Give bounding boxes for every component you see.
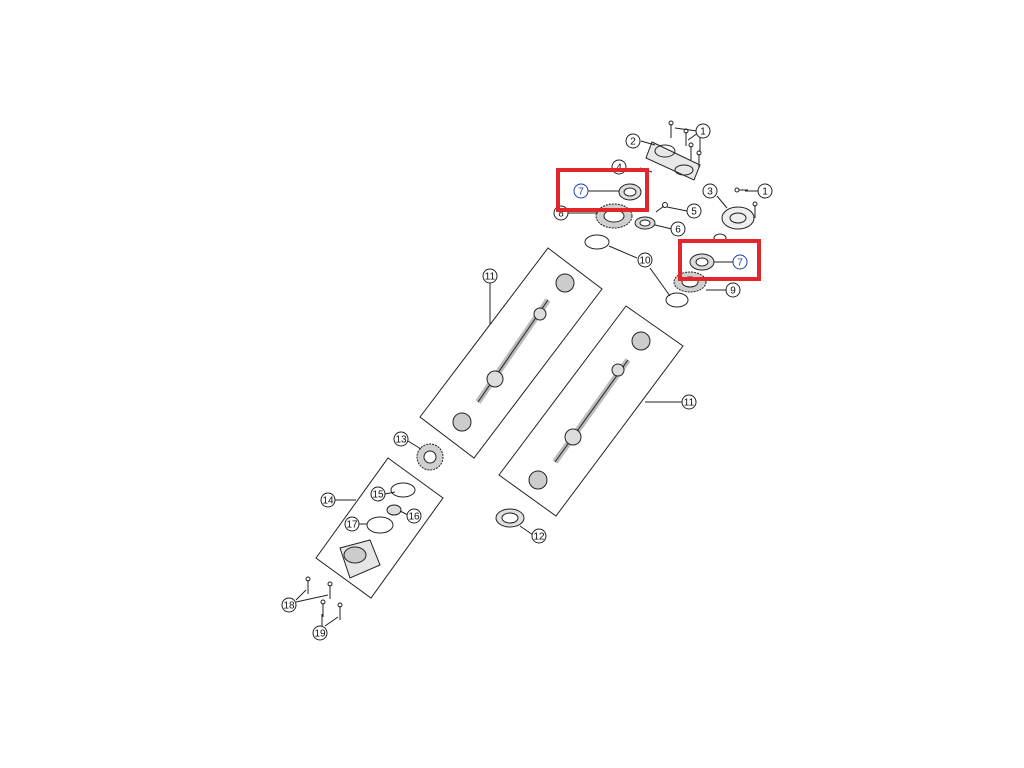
callout-1: 1 — [695, 123, 711, 139]
bolts-bottom — [305, 576, 343, 620]
gear-part-13 — [416, 443, 444, 471]
callout-label: 13 — [395, 435, 407, 446]
callout-13: 13 — [393, 431, 409, 447]
callout-label: 9 — [730, 286, 736, 297]
callout-label: 10 — [639, 256, 651, 267]
callout-12: 12 — [531, 528, 547, 544]
bearing-part-6 — [634, 216, 656, 230]
callout-label: 1 — [700, 127, 706, 138]
callout-label: 6 — [675, 225, 681, 236]
cover-plate — [645, 141, 701, 181]
callout-1: 1 — [757, 183, 773, 199]
seal-part-12 — [495, 508, 525, 528]
callout-label: 8 — [558, 209, 564, 220]
flange-plate — [721, 206, 755, 230]
leader-lines — [295, 127, 758, 627]
callout-label: 18 — [283, 601, 295, 612]
shaft-box-right — [498, 305, 684, 517]
bolt-part-5 — [655, 202, 668, 213]
snap-rings — [584, 234, 689, 308]
callout-label: 3 — [707, 187, 713, 198]
callout-label: 19 — [314, 629, 326, 640]
bolts-top — [668, 120, 702, 168]
callout-label: 11 — [684, 398, 695, 409]
callout-label: 15 — [372, 490, 384, 501]
callout-label: 11 — [485, 272, 496, 283]
callout-label: 16 — [408, 512, 420, 523]
callout-label: 1 — [762, 187, 768, 198]
callout-label: 14 — [322, 496, 334, 507]
callouts: 1 2 4 7 8 3 1 5 6 7 10 9 11 11 13 14 15 … — [281, 123, 773, 641]
callout-9: 9 — [725, 282, 741, 298]
bearing-left — [618, 183, 642, 201]
callout-7-highlighted: 7 — [573, 183, 589, 199]
callout-label: 2 — [630, 137, 636, 148]
gear-upper — [595, 203, 633, 229]
housing-box — [315, 457, 444, 599]
callout-label: 17 — [346, 520, 358, 531]
callout-5: 5 — [686, 203, 702, 219]
callout-11: 11 — [482, 268, 498, 284]
callout-label: 5 — [691, 207, 697, 218]
callout-3: 3 — [702, 183, 718, 199]
bolts-right — [734, 187, 758, 218]
highlight-boxes — [556, 168, 761, 281]
callout-7-highlighted: 7 — [732, 254, 748, 270]
callout-11: 11 — [681, 394, 697, 410]
callout-label: 7 — [737, 258, 743, 269]
callout-label: 7 — [578, 187, 584, 198]
callout-18: 18 — [281, 597, 297, 613]
callout-15: 15 — [370, 486, 386, 502]
callout-16: 16 — [406, 508, 422, 524]
callout-14: 14 — [320, 492, 336, 508]
callout-label: 12 — [533, 532, 545, 543]
highlight-box-right — [678, 239, 761, 281]
highlight-box-left — [556, 168, 649, 212]
callout-17: 17 — [344, 516, 360, 532]
callout-10: 10 — [637, 252, 653, 268]
shaft-box-left — [419, 247, 603, 459]
callout-2: 2 — [625, 133, 641, 149]
callout-19: 19 — [312, 625, 328, 641]
callout-6: 6 — [670, 221, 686, 237]
